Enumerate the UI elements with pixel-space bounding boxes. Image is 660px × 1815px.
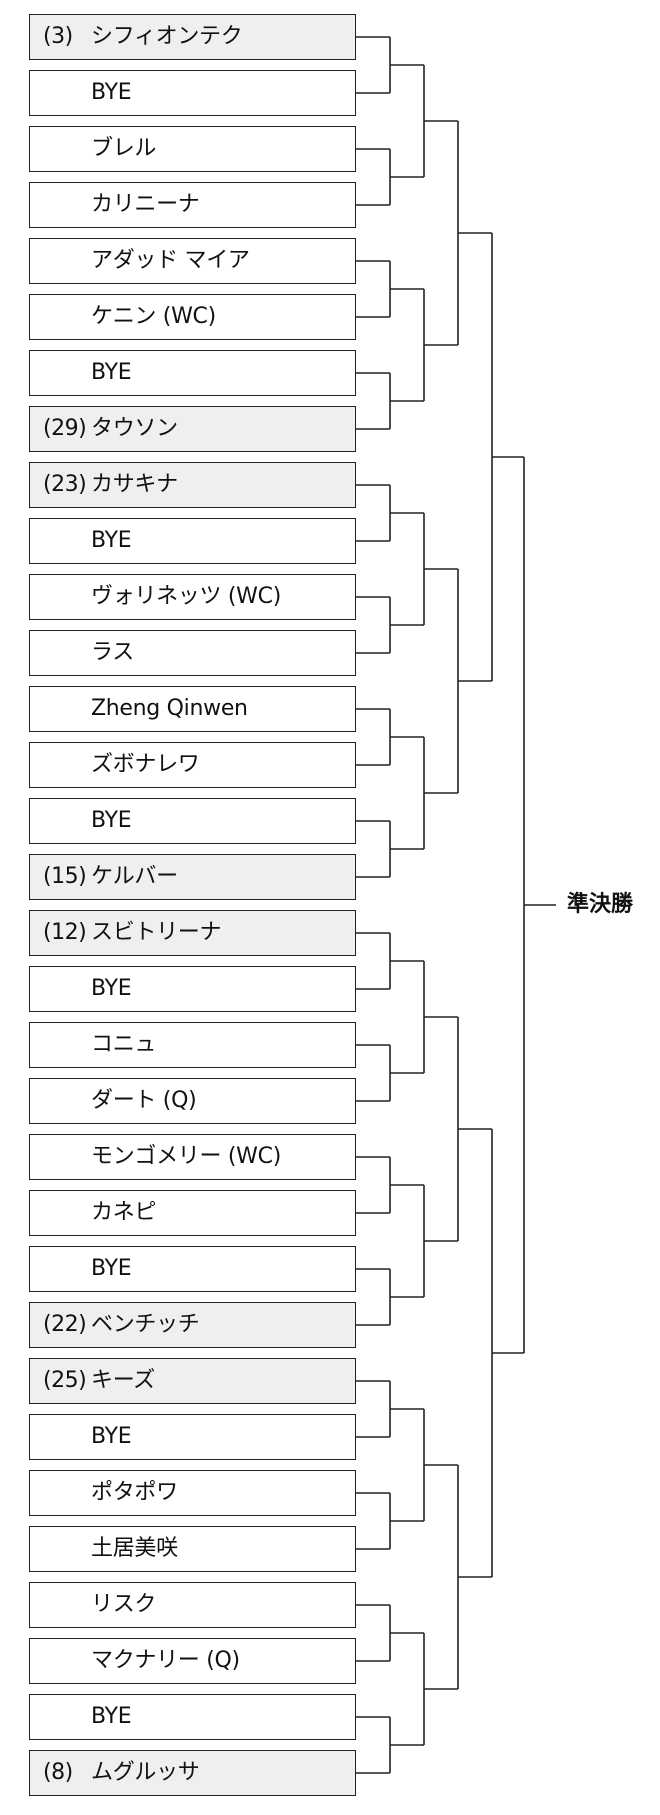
player-name: コニュ — [91, 1032, 157, 1057]
player-slot: (8) ムグルッサ — [29, 1750, 356, 1796]
player-slot: ケニン (WC) — [29, 294, 356, 340]
player-name: ケニン (WC) — [91, 304, 216, 329]
player-name: BYE — [91, 360, 132, 385]
player-slot: BYE — [29, 1246, 356, 1292]
player-name: カリニーナ — [91, 192, 200, 217]
player-name: ズボナレワ — [91, 752, 200, 777]
player-name: BYE — [91, 1424, 132, 1449]
player-slot: ポタポワ — [29, 1470, 356, 1516]
player-slot: (15)ケルバー — [29, 854, 356, 900]
player-slot: リスク — [29, 1582, 356, 1628]
player-slot: BYE — [29, 798, 356, 844]
player-slot: BYE — [29, 1694, 356, 1740]
player-name: マクナリー (Q) — [91, 1648, 240, 1673]
player-name: BYE — [91, 976, 132, 1001]
player-name: BYE — [91, 1256, 132, 1281]
player-name: リスク — [91, 1592, 157, 1617]
player-name: カネピ — [91, 1200, 157, 1225]
player-name: ムグルッサ — [91, 1760, 200, 1785]
player-name: ダート (Q) — [91, 1088, 197, 1113]
player-slot: マクナリー (Q) — [29, 1638, 356, 1684]
player-seed: (25) — [43, 1368, 87, 1393]
player-slot: (12)スビトリーナ — [29, 910, 356, 956]
player-name: タウソン — [91, 416, 178, 441]
player-slot: カリニーナ — [29, 182, 356, 228]
player-name: シフィオンテク — [91, 24, 243, 49]
player-name: BYE — [91, 808, 132, 833]
player-name: カサキナ — [91, 472, 178, 497]
player-name: ブレル — [91, 136, 157, 161]
player-slot: (22)ベンチッチ — [29, 1302, 356, 1348]
player-slot: ブレル — [29, 126, 356, 172]
player-slot: 土居美咲 — [29, 1526, 356, 1572]
player-seed: (29) — [43, 416, 87, 441]
player-slot: (29)タウソン — [29, 406, 356, 452]
player-slot: カネピ — [29, 1190, 356, 1236]
player-slot: BYE — [29, 70, 356, 116]
player-name: ヴォリネッツ (WC) — [91, 584, 281, 609]
player-slot: (3) シフィオンテク — [29, 14, 356, 60]
player-slot: BYE — [29, 518, 356, 564]
player-name: ラス — [91, 640, 134, 665]
player-name: スビトリーナ — [91, 920, 222, 945]
player-name: BYE — [91, 1704, 132, 1729]
player-seed: (12) — [43, 920, 87, 945]
player-seed: (22) — [43, 1312, 87, 1337]
player-name: BYE — [91, 528, 132, 553]
semifinal-label: 準決勝 — [567, 892, 634, 917]
player-slot: モンゴメリー (WC) — [29, 1134, 356, 1180]
player-seed: (3) — [43, 24, 73, 49]
player-name: Zheng Qinwen — [91, 696, 248, 721]
player-slot: ヴォリネッツ (WC) — [29, 574, 356, 620]
player-name: アダッド マイア — [91, 248, 250, 273]
player-slot: アダッド マイア — [29, 238, 356, 284]
player-name: キーズ — [91, 1368, 156, 1393]
player-name: ポタポワ — [91, 1480, 178, 1505]
player-slot: (25)キーズ — [29, 1358, 356, 1404]
player-name: ケルバー — [91, 864, 178, 889]
player-slot: ダート (Q) — [29, 1078, 356, 1124]
player-name: 土居美咲 — [91, 1536, 178, 1561]
player-seed: (8) — [43, 1760, 73, 1785]
player-slot: Zheng Qinwen — [29, 686, 356, 732]
player-name: モンゴメリー (WC) — [91, 1144, 281, 1169]
player-slot: BYE — [29, 350, 356, 396]
player-seed: (15) — [43, 864, 87, 889]
player-slot: ズボナレワ — [29, 742, 356, 788]
player-seed: (23) — [43, 472, 87, 497]
player-slot: BYE — [29, 1414, 356, 1460]
player-slot: コニュ — [29, 1022, 356, 1068]
player-name: ベンチッチ — [91, 1312, 200, 1337]
player-slot: BYE — [29, 966, 356, 1012]
player-name: BYE — [91, 80, 132, 105]
player-slot: (23)カサキナ — [29, 462, 356, 508]
player-slot: ラス — [29, 630, 356, 676]
